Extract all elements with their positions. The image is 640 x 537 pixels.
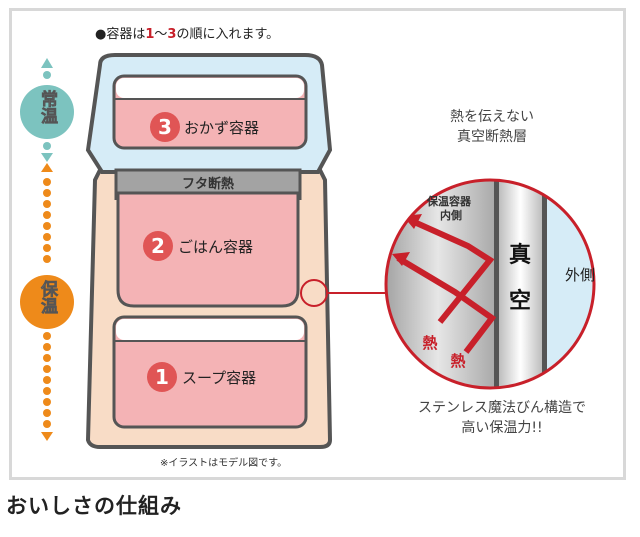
container-label: スープ容器 <box>182 369 256 387</box>
temperature-scale: 常温 保温 <box>20 58 74 441</box>
inner-side-label: 保温容器 <box>426 194 472 208</box>
scale-dot <box>43 387 51 395</box>
container-number: 2 <box>151 234 165 258</box>
detail-footer: 高い保温力!! <box>461 419 542 436</box>
vacuum-detail-circle <box>386 180 594 388</box>
room-temp-badge <box>20 85 74 139</box>
scale-dot <box>43 376 51 384</box>
section-title: おいしさの仕組み <box>6 494 182 518</box>
heat-label: 熱 <box>450 352 465 370</box>
keep-warm-label: 保温 <box>37 279 59 314</box>
container-2: 2 ごはん容器 <box>143 231 253 261</box>
inner-side-label: 内側 <box>440 208 462 222</box>
container-number: 1 <box>155 365 169 389</box>
container-1: 1 スープ容器 <box>147 362 256 392</box>
scale-dot <box>43 211 51 219</box>
scale-dot <box>43 200 51 208</box>
diagram-frame <box>9 8 626 480</box>
scale-dot <box>43 365 51 373</box>
scale-dot <box>43 420 51 428</box>
order-note: ●容器は1～3の順に入れます。 <box>95 26 279 42</box>
heat-arrows <box>396 218 497 354</box>
outside-label: 外側 <box>565 266 595 284</box>
vacuum-label: 空 <box>509 288 531 314</box>
scale-dot <box>43 255 51 263</box>
scale-dot <box>43 233 51 241</box>
scale-dot <box>43 409 51 417</box>
room-temp-label: 常温 <box>37 89 58 124</box>
scale-dot <box>43 354 51 362</box>
keep-warm-badge <box>20 275 74 329</box>
detail-footer: ステンレス魔法びん構造で <box>418 400 586 416</box>
scale-dot <box>43 332 51 340</box>
scale-dot <box>43 244 51 252</box>
scale-dot <box>43 398 51 406</box>
container-label: おかず容器 <box>184 119 259 137</box>
lid-insulation-label: フタ断熱 <box>182 176 234 192</box>
heat-label: 熱 <box>422 334 437 352</box>
scale-dot <box>43 189 51 197</box>
scale-dot <box>43 178 51 186</box>
vacuum-label: 真 <box>509 242 531 268</box>
scale-dot <box>43 222 51 230</box>
detail-heading: 熱を伝えない <box>450 109 534 125</box>
container-label: ごはん容器 <box>178 238 253 256</box>
container-number: 3 <box>158 115 172 139</box>
container-3: 3 おかず容器 <box>150 112 259 142</box>
scale-dot <box>43 343 51 351</box>
detail-heading: 真空断熱層 <box>457 129 527 145</box>
illustration-caption: ※イラストはモデル図です。 <box>160 456 287 469</box>
